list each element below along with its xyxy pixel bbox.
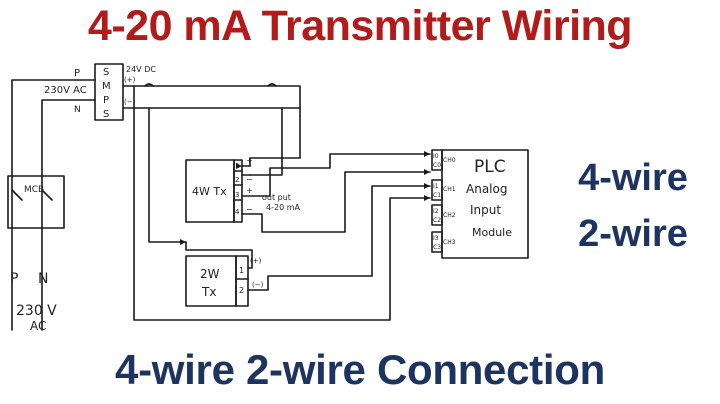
- mcb-box: [7, 175, 65, 229]
- tx4-sign: −: [246, 175, 253, 184]
- plc-subtitle-3: Module: [472, 226, 512, 239]
- ac-label-bottom-line2: AC: [30, 319, 46, 333]
- terminal-label: C3: [433, 244, 441, 251]
- terminal-label: C0: [433, 162, 441, 169]
- output-label-line1: out put: [262, 193, 291, 202]
- plc-title: PLC: [474, 157, 506, 177]
- dc-positive-rail: [122, 85, 301, 117]
- smps-letter: P: [103, 95, 109, 106]
- channel-label: CH2: [443, 212, 456, 219]
- neutral-wire: [41, 99, 96, 331]
- n-label-bottom: N: [38, 271, 48, 287]
- tx4-sign: −: [246, 205, 253, 214]
- terminal-label: I0: [433, 153, 439, 160]
- smps-letter: S: [103, 67, 109, 78]
- tx2-terminal-strip: [235, 255, 249, 307]
- tx2-terminal: 2: [239, 286, 244, 295]
- phase-wire: [11, 79, 96, 331]
- tx4-terminal: 4: [235, 208, 240, 216]
- tx2-terminal: 1: [239, 266, 244, 275]
- plc-subtitle-1: Analog: [466, 182, 507, 196]
- terminal-label: C2: [433, 217, 441, 224]
- p-label-top: P: [74, 68, 80, 79]
- terminal-label: I3: [433, 235, 439, 242]
- mcb-label: MCB: [24, 185, 44, 195]
- ac-label-top: 230V AC: [44, 85, 87, 96]
- tx4-terminal: 1: [235, 162, 239, 170]
- side-label-2wire: 2-wire: [578, 213, 688, 255]
- terminal-label: C1: [433, 192, 441, 199]
- channel-label: CH1: [443, 186, 456, 193]
- terminal-label: I2: [433, 208, 439, 215]
- tx2-label-line1: 2W: [200, 267, 220, 281]
- tx4-terminal: 3: [235, 191, 239, 199]
- tx4-terminal-strip: [233, 159, 243, 223]
- tx4-sign: +: [246, 186, 253, 195]
- tx2-label-line2: Tx: [201, 285, 216, 299]
- n-label-top: N: [74, 105, 81, 115]
- dc-plus-label: (+): [124, 76, 136, 84]
- bottom-title: 4-wire 2-wire Connection: [115, 346, 605, 393]
- tx2-sign: (−): [252, 281, 264, 289]
- tx4-label: 4W Tx: [192, 185, 227, 198]
- smps-letter: S: [103, 109, 109, 120]
- output-label-line2: 4-20 mA: [266, 203, 300, 212]
- dc-label: 24V DC: [126, 65, 156, 74]
- smps-box: [94, 63, 124, 121]
- tx4-sign: +: [246, 156, 253, 165]
- channel-label: CH0: [443, 157, 456, 164]
- plc-module-box: [441, 149, 529, 259]
- channel-label: CH3: [443, 239, 456, 246]
- smps-letter: M: [102, 81, 111, 92]
- side-label-4wire: 4-wire: [578, 157, 688, 199]
- plc-subtitle-2: Input: [470, 203, 501, 217]
- dc-minus-label: (−): [124, 98, 136, 106]
- p-label-bottom: P: [10, 271, 18, 287]
- ac-label-bottom-line1: 230 V: [16, 303, 57, 319]
- terminal-label: I1: [433, 183, 439, 190]
- tx2-sign: (+): [250, 257, 262, 265]
- page-title: 4-20 mA Transmitter Wiring: [87, 2, 633, 50]
- tx4-terminal: 2: [235, 176, 239, 184]
